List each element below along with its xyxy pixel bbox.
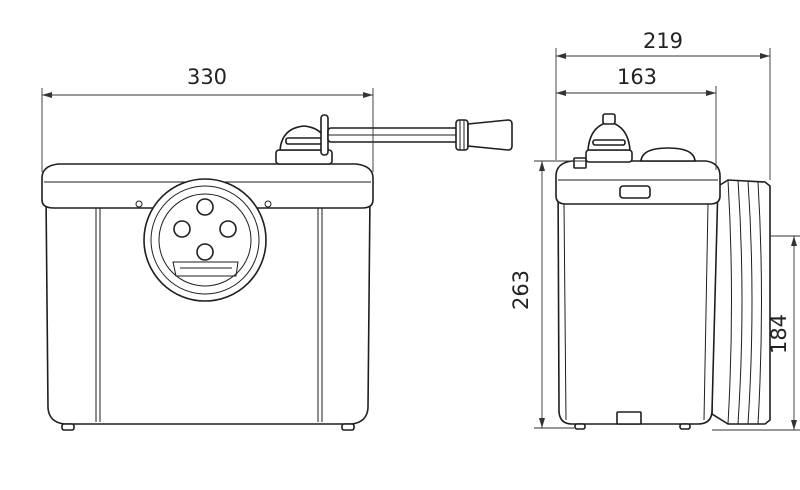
dim-label-330: 330 (187, 65, 227, 89)
side-bellows (711, 179, 771, 425)
front-foot-left (61, 423, 75, 431)
side-view (555, 113, 771, 430)
dim-side-height: 263 (509, 160, 586, 429)
side-foot-right (679, 423, 691, 430)
side-body-edge2 (703, 203, 709, 421)
side-clip (573, 157, 587, 169)
side-body (557, 171, 721, 425)
side-plug-left (135, 200, 143, 208)
front-view (41, 114, 513, 431)
side-vent-ring (592, 139, 626, 146)
bellows-rib-2 (737, 179, 743, 425)
inlet-housing-inner (158, 193, 252, 287)
side-foot-left (574, 423, 586, 430)
bellows-rib-3 (747, 180, 753, 425)
dim-front-width: 330 (41, 65, 374, 172)
inlet-flap (172, 261, 239, 277)
inlet-housing-outer (143, 178, 267, 302)
side-drain (616, 411, 642, 425)
side-lid (555, 160, 721, 205)
dim-label-219: 219 (643, 29, 683, 53)
front-foot-right (341, 423, 355, 431)
dim-side-total: 219 (555, 29, 771, 180)
side-plug-right (264, 200, 272, 208)
front-clip (320, 114, 329, 156)
inlet-port-top (196, 198, 214, 216)
side-handle (619, 185, 651, 199)
dim-side-body: 163 (556, 65, 717, 170)
inlet-housing-ring (150, 185, 260, 295)
front-pipe-coupler (455, 119, 469, 151)
side-round-cap (640, 147, 696, 162)
front-pipe-end (467, 119, 513, 151)
dim-outlet-height: 184 (712, 235, 800, 431)
dim-label-184: 184 (767, 314, 791, 354)
dim-label-163: 163 (617, 65, 657, 89)
inlet-port-left (173, 220, 191, 238)
side-cap-base (585, 149, 633, 163)
front-vent-ring (285, 137, 323, 145)
inlet-port-bottom (196, 243, 214, 261)
dim-label-263: 263 (509, 270, 533, 310)
side-body-edge (563, 203, 567, 421)
side-vent-top (602, 113, 616, 125)
bellows-rib-1 (727, 179, 732, 425)
inlet-port-right (219, 220, 237, 238)
bellows-rib-4 (757, 181, 762, 425)
